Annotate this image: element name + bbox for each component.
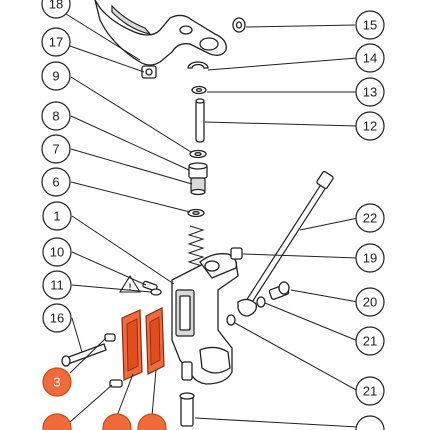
callout-number: 12 — [363, 119, 377, 134]
callout-number: 14 — [363, 51, 377, 66]
callout-circle — [42, 201, 72, 231]
callout-number: 18 — [49, 0, 63, 12]
warning-triangle-icon: ! — [119, 274, 141, 293]
callout-circle — [42, 237, 72, 267]
callout-19: 19 — [355, 243, 385, 273]
bolt-part-bottom — [179, 392, 195, 427]
callout-8: 8 — [41, 101, 71, 131]
callout-number: 19 — [363, 251, 377, 266]
callout-number: 21 — [363, 384, 377, 399]
callout-3: 3 — [42, 367, 72, 397]
callout-unlabeled — [102, 413, 132, 430]
svg-text:!: ! — [129, 282, 132, 292]
circlip-part-14 — [187, 61, 209, 69]
callout-number: 3 — [53, 375, 60, 390]
callout-circle — [355, 111, 385, 141]
callout-circle — [41, 27, 71, 57]
callout-13: 13 — [355, 77, 385, 107]
callout-unlabeled — [137, 413, 167, 430]
callout-circle — [42, 367, 72, 397]
callout-circle — [355, 203, 385, 233]
callout-17: 17 — [41, 27, 71, 57]
callout-circle — [42, 303, 72, 333]
callout-layer: 18 17 9 8 7 6 1 10 11 16 3 15 14 13 12 22 19 20 21 21 — [41, 0, 385, 430]
pin-part-16 — [61, 343, 107, 367]
callout-circle — [355, 43, 385, 73]
callout-unlabeled — [42, 413, 72, 430]
callout-number: 22 — [363, 211, 377, 226]
nut-part-17 — [141, 65, 157, 79]
callout-circle — [41, 61, 71, 91]
washer-part-13 — [191, 85, 207, 95]
callout-number: 6 — [52, 175, 59, 190]
seal-part-9 — [189, 149, 207, 159]
banjo-fitting-part — [237, 298, 257, 317]
callout-circle — [355, 415, 385, 430]
callout-circle — [355, 77, 385, 107]
callout-number: 17 — [49, 35, 63, 50]
washer-part-15 — [232, 17, 246, 33]
lever-part — [94, 0, 227, 66]
washer-part-6 — [187, 208, 205, 218]
callout-circle — [41, 101, 71, 131]
callout-circle — [41, 0, 71, 19]
callout-circle — [42, 413, 72, 430]
callout-circle — [41, 167, 71, 197]
callout-circle — [42, 270, 72, 300]
callout-11: 11 — [42, 270, 72, 300]
callout-circle — [137, 413, 167, 430]
nut-part-19 — [230, 247, 243, 260]
callout-circle — [355, 326, 385, 356]
callout-16: 16 — [42, 303, 72, 333]
callout-22: 22 — [355, 203, 385, 233]
callout-circle — [102, 413, 132, 430]
callout-10: 10 — [42, 237, 72, 267]
callout-circle — [355, 376, 385, 406]
callout-number: 9 — [52, 69, 59, 84]
callout-number: 7 — [52, 142, 59, 157]
callout-15: 15 — [355, 10, 385, 40]
callout-number: 11 — [50, 278, 64, 293]
fastener-part — [104, 333, 123, 388]
callout-circle — [355, 287, 385, 317]
callout-20: 20 — [355, 287, 385, 317]
banjo-bolt-part-20 — [268, 281, 290, 300]
brake-line-part-22 — [246, 170, 334, 304]
piston-part-7 — [188, 162, 208, 196]
callout-number: 10 — [50, 245, 64, 260]
callout-number: 8 — [52, 109, 59, 124]
callout-14: 14 — [355, 43, 385, 73]
callout-18: 18 — [41, 0, 71, 19]
master-cylinder-body — [171, 253, 239, 385]
leader-lines — [65, 13, 359, 428]
callout-number: 21 — [363, 334, 377, 349]
callout-1: 1 — [42, 201, 72, 231]
spring-part — [187, 225, 205, 267]
callout-21: 21 — [355, 326, 385, 356]
brake-pad-highlighted-right — [145, 307, 165, 375]
callout-6: 6 — [41, 167, 71, 197]
callout-number: 1 — [53, 209, 60, 224]
washer-part-21-upper — [256, 296, 266, 308]
washer-part-21-lower — [226, 314, 236, 326]
callout-number: 16 — [50, 311, 64, 326]
callout-number: 20 — [363, 295, 377, 310]
callout-circle — [355, 10, 385, 40]
callout-number: 13 — [363, 85, 377, 100]
callout-9: 9 — [41, 61, 71, 91]
callout-unlabeled — [355, 415, 385, 430]
callout-7: 7 — [41, 134, 71, 164]
callout-21: 21 — [355, 376, 385, 406]
washer-part-11 — [150, 288, 162, 296]
callout-number: 15 — [363, 18, 377, 33]
callout-circle — [355, 243, 385, 273]
callout-12: 12 — [355, 111, 385, 141]
brake-pad-highlighted-left — [121, 309, 143, 381]
callout-circle — [41, 134, 71, 164]
pin-part-12 — [195, 98, 205, 143]
